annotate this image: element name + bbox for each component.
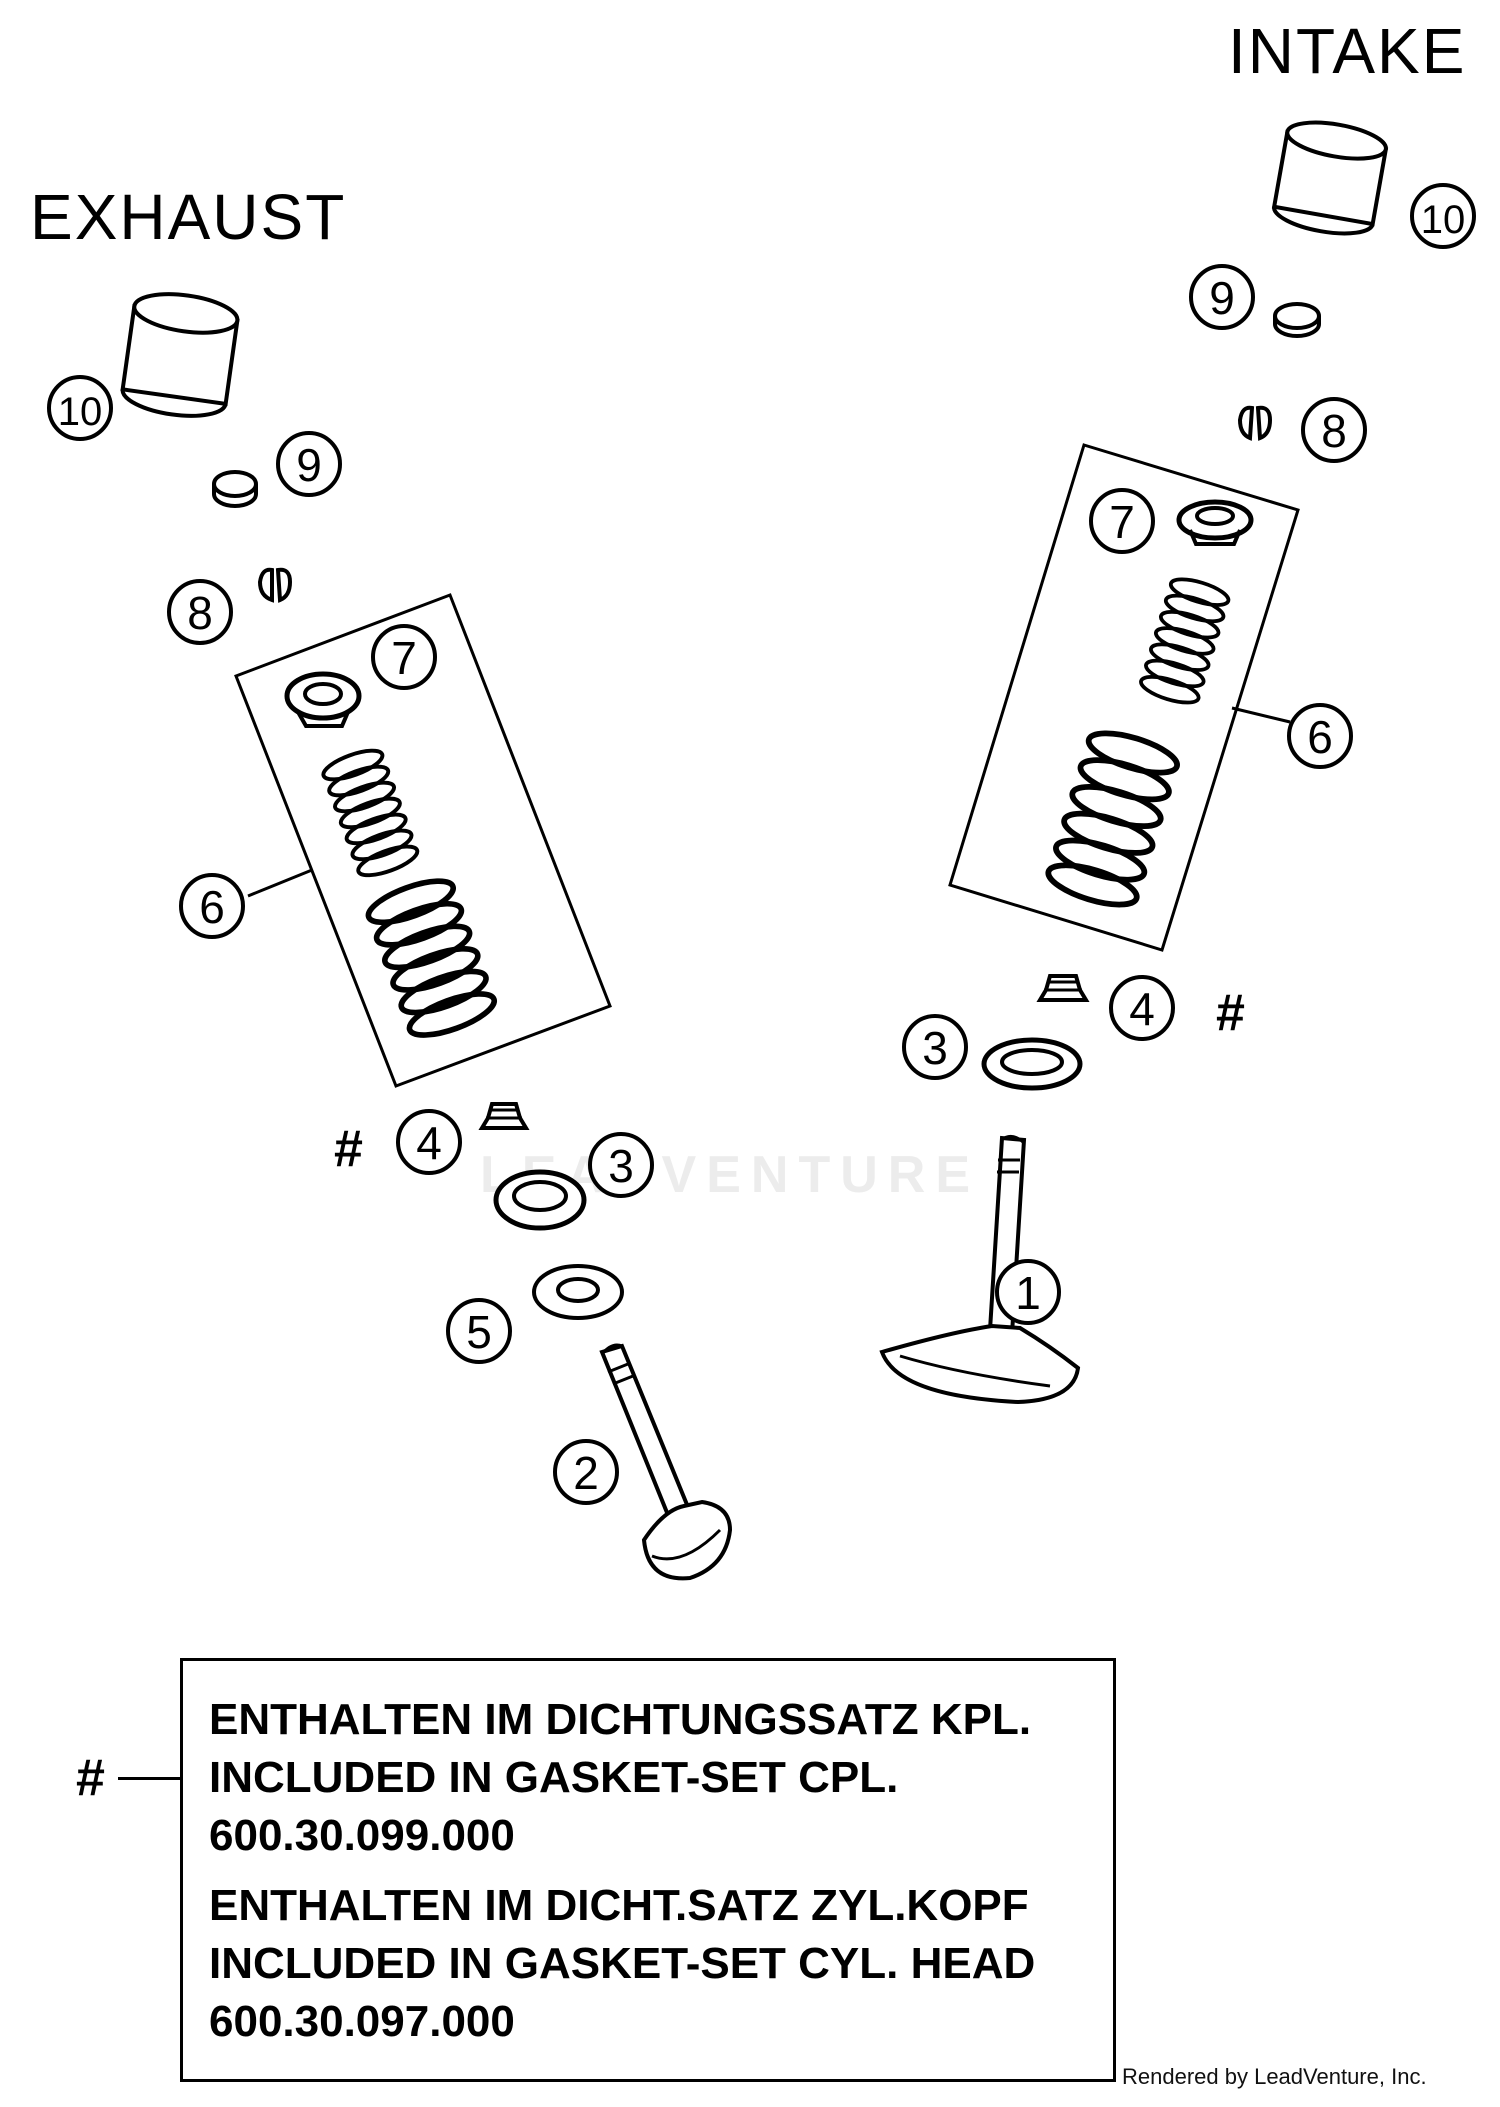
note-line-5: INCLUDED IN GASKET-SET CYL. HEAD [209,1939,1036,1988]
svg-text:8: 8 [1321,405,1347,457]
note-line-6: 600.30.097.000 [209,1997,515,2046]
svg-text:3: 3 [608,1140,634,1192]
callout-10-exhaust: 10 [47,375,113,441]
callout-1-intake: 1 [995,1259,1061,1325]
svg-text:10: 10 [58,390,103,434]
exhaust-valve-part [599,1343,733,1581]
callout-7-exhaust: 7 [371,624,437,690]
callout-3-exhaust: 3 [588,1132,654,1198]
svg-text:7: 7 [391,632,417,684]
exhaust-retainer-part [284,671,362,728]
callout-4-exhaust: 4 [396,1109,462,1175]
svg-text:4: 4 [416,1117,442,1169]
svg-text:10: 10 [1421,198,1466,242]
callout-3-intake: 3 [902,1014,968,1080]
note-line-3: 600.30.099.000 [209,1811,515,1860]
hash-marker-exhaust: # [334,1120,363,1178]
exhaust-tappet-part [120,292,240,418]
hash-marker-intake: # [1216,984,1245,1042]
intake-inner-spring-part [1136,572,1234,710]
intake-keepers-part [1237,405,1273,441]
callout-2-exhaust: 2 [553,1439,619,1505]
exhaust-keepers-part [257,567,293,603]
intake-washer-part [981,1037,1083,1091]
svg-text:3: 3 [922,1022,948,1074]
exhaust-washer-part [493,1169,587,1231]
exhaust-label: EXHAUST [30,181,347,253]
intake-shim-part [1273,302,1321,338]
intake-valve-part [879,1135,1081,1405]
note-line-4: ENTHALTEN IM DICHT.SATZ ZYL.KOPF [209,1881,1029,1930]
svg-text:1: 1 [1015,1267,1041,1319]
exhaust-outer-spring-part [364,873,499,1044]
svg-text:7: 7 [1109,496,1135,548]
note-line-1: ENTHALTEN IM DICHTUNGSSATZ KPL. [209,1695,1032,1744]
callout-5-exhaust: 5 [446,1298,512,1364]
intake-stem-seal-part [1036,974,1090,1002]
svg-text:9: 9 [296,439,322,491]
callout-6-intake: 6 [1287,703,1353,769]
exhaust-shim-washer-part [532,1264,624,1320]
exhaust-shim-part [212,470,258,508]
svg-text:2: 2 [573,1447,599,1499]
callout-9-intake: 9 [1189,264,1255,330]
exhaust-inner-spring-part [318,742,423,884]
note-line-2: INCLUDED IN GASKET-SET CPL. [209,1753,899,1802]
intake-tappet-part [1271,120,1389,236]
callout-9-exhaust: 9 [276,431,342,497]
svg-text:8: 8 [187,587,213,639]
svg-text:6: 6 [199,881,225,933]
svg-text:6: 6 [1307,711,1333,763]
credit-text: Rendered by LeadVenture, Inc. [1122,2064,1427,2089]
svg-text:5: 5 [466,1306,492,1358]
callout-8-exhaust: 8 [167,579,233,645]
callout-6-exhaust: 6 [179,873,245,939]
intake-spring-box [948,443,1300,952]
callout-4-intake: 4 [1109,975,1175,1041]
note-box: ENTHALTEN IM DICHTUNGSSATZ KPL. INCLUDED… [180,1658,1116,2082]
note-hash-symbol: # [76,1749,105,1807]
callout-10-intake: 10 [1410,183,1476,249]
exhaust-spring-box [234,593,612,1088]
note-leader-line [118,1777,180,1780]
intake-label: INTAKE [1228,15,1467,87]
svg-text:4: 4 [1129,983,1155,1035]
intake-outer-spring-part [1044,725,1181,912]
callout-8-intake: 8 [1301,397,1367,463]
exhaust-stem-seal-part [478,1102,530,1130]
intake-retainer-part [1176,499,1254,546]
svg-text:9: 9 [1209,272,1235,324]
callout-7-intake: 7 [1089,488,1155,554]
